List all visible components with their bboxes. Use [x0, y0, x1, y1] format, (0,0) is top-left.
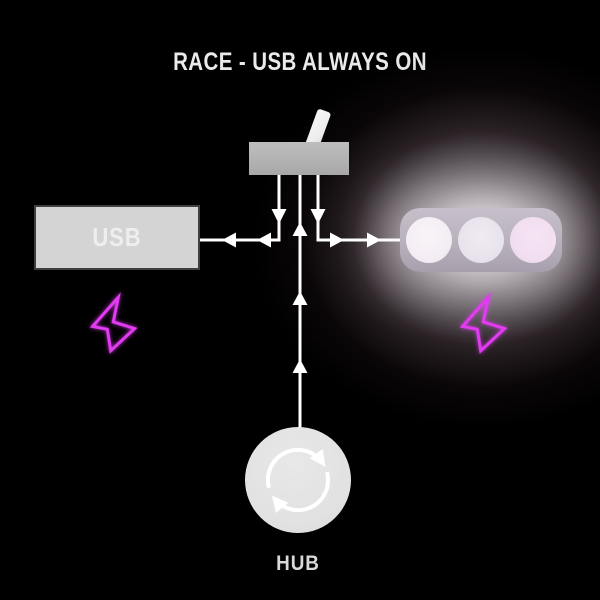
hub-node	[245, 427, 351, 533]
usb-box: USB	[34, 205, 200, 270]
arrowhead-right-icon	[330, 232, 344, 248]
usb-label: USB	[92, 222, 142, 252]
hub-label: HUB	[276, 552, 320, 575]
toggle-switch-icon	[249, 142, 349, 175]
wire-switch-to-usb	[200, 175, 281, 242]
light-lens	[458, 217, 504, 263]
light-lens	[406, 217, 452, 263]
arrowhead-up-icon	[292, 222, 308, 236]
arrowhead-left-icon	[222, 232, 236, 248]
indicator-light	[400, 208, 562, 272]
arrowhead-left-icon	[257, 232, 271, 248]
light-lens	[510, 217, 556, 263]
wire-switch-to-light	[316, 175, 401, 242]
arrowhead-down-icon	[310, 209, 326, 224]
lightning-bolt-icon	[459, 292, 508, 354]
sync-icon	[265, 447, 331, 514]
wire-arrowheads	[222, 209, 381, 373]
arrowhead-up-icon	[292, 291, 308, 305]
arrowhead-right-icon	[367, 232, 381, 248]
lightning-bolt-icon	[89, 292, 138, 354]
arrowhead-down-icon	[271, 209, 287, 224]
arrowhead-up-icon	[292, 359, 308, 373]
